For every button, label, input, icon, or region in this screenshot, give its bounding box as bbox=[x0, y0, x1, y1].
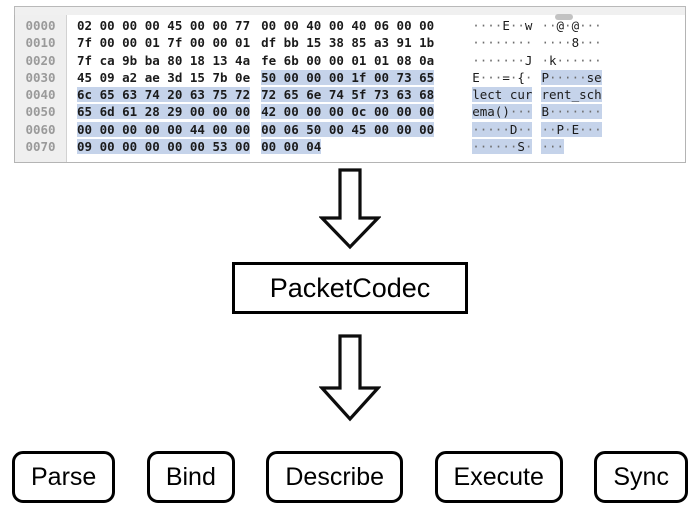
hex-offset-label: 0010 bbox=[25, 35, 56, 51]
packet-codec-label: PacketCodec bbox=[269, 272, 431, 303]
ascii-group[interactable]: ····8··· bbox=[541, 35, 602, 51]
hex-byte-group[interactable]: fe 6b 00 00 01 01 08 0a bbox=[261, 52, 435, 68]
stage-label: Execute bbox=[453, 462, 544, 491]
hex-row[interactable]: 7f 00 00 01 7f 00 00 01 df bb 15 38 85 a3… bbox=[77, 34, 434, 51]
hex-ascii-column[interactable]: ····E··w··@·@···············8··········J… bbox=[472, 15, 602, 155]
stage-label: Sync bbox=[613, 462, 669, 491]
hex-offset-label: 0040 bbox=[25, 87, 56, 103]
stage-box-execute[interactable]: Execute bbox=[434, 451, 563, 503]
hex-byte-group[interactable]: 6c 65 63 74 20 63 75 72 bbox=[77, 87, 251, 103]
hex-byte-group[interactable]: 00 00 40 00 40 06 00 00 bbox=[261, 18, 435, 33]
ascii-group[interactable]: ··P·E··· bbox=[541, 121, 602, 137]
hex-row[interactable]: 7f ca 9b ba 80 18 13 4a fe 6b 00 00 01 01… bbox=[77, 52, 434, 69]
ascii-row[interactable]: ·····D·· ··P·E··· bbox=[472, 121, 602, 138]
hex-byte-group[interactable]: 65 6d 61 28 29 00 00 00 bbox=[77, 104, 251, 120]
hex-row[interactable]: 65 6d 61 28 29 00 00 00 42 00 00 00 0c 00… bbox=[77, 103, 435, 120]
hex-row[interactable]: 09 00 00 00 00 00 53 00 00 00 04 bbox=[77, 138, 434, 155]
hex-offset-label: 0070 bbox=[25, 139, 56, 155]
hex-offset-label: 0020 bbox=[25, 52, 56, 68]
ascii-group[interactable]: ··· bbox=[541, 139, 565, 155]
hex-byte-group[interactable]: df bb 15 38 85 a3 91 1b bbox=[261, 35, 435, 51]
hex-row[interactable]: 02 00 00 00 45 00 00 77 00 00 40 00 40 06… bbox=[77, 17, 434, 34]
stage-label: Parse bbox=[31, 462, 97, 491]
stage-label: Describe bbox=[285, 462, 385, 491]
ascii-group[interactable]: ····E··w bbox=[472, 18, 533, 33]
stage-box-bind[interactable]: Bind bbox=[146, 451, 235, 503]
down-arrow-icon bbox=[318, 334, 382, 422]
horizontal-scrollbar[interactable] bbox=[14, 6, 686, 20]
hex-byte-group[interactable]: 00 00 00 00 00 44 00 00 bbox=[77, 121, 251, 137]
down-arrow-icon bbox=[318, 168, 382, 250]
ascii-row[interactable]: ········ ····8··· bbox=[472, 34, 602, 51]
scrollbar-thumb[interactable] bbox=[555, 14, 573, 20]
ascii-row[interactable]: ······S· ··· bbox=[472, 138, 602, 155]
ascii-row[interactable]: lect cur rent_sch bbox=[472, 86, 602, 103]
stage-box-sync[interactable]: Sync bbox=[594, 451, 688, 503]
packet-codec-box[interactable]: PacketCodec bbox=[232, 262, 468, 314]
hex-byte-group[interactable]: 72 65 6e 74 5f 73 63 68 bbox=[261, 87, 435, 103]
hex-byte-group[interactable]: 00 00 04 bbox=[261, 139, 322, 155]
ascii-group[interactable]: ·····D·· bbox=[472, 121, 533, 137]
stage-row: Parse Bind Describe Execute Sync bbox=[12, 448, 688, 506]
ascii-row[interactable]: E···=·{· P·····se bbox=[472, 69, 602, 86]
hex-offset-label: 0050 bbox=[25, 104, 56, 120]
stage-box-describe[interactable]: Describe bbox=[266, 451, 404, 503]
ascii-group[interactable]: lect cur bbox=[472, 87, 533, 103]
ascii-group[interactable]: P·····se bbox=[541, 69, 602, 85]
ascii-group[interactable]: ········ bbox=[472, 35, 533, 51]
ascii-group[interactable]: ··@·@··· bbox=[541, 18, 602, 33]
hex-byte-group[interactable]: 50 00 00 00 1f 00 73 65 bbox=[261, 69, 435, 85]
hex-byte-group[interactable]: 7f 00 00 01 7f 00 00 01 bbox=[77, 35, 251, 51]
stage-box-parse[interactable]: Parse bbox=[12, 451, 116, 503]
hex-byte-group[interactable]: 45 09 a2 ae 3d 15 7b 0e bbox=[77, 69, 251, 85]
hex-byte-group[interactable]: 02 00 00 00 45 00 00 77 bbox=[77, 18, 251, 33]
hex-offset-label: 0060 bbox=[25, 121, 56, 137]
stage-label: Bind bbox=[165, 462, 216, 491]
ascii-group[interactable]: ·······J bbox=[472, 52, 533, 68]
hex-offset-label: 0000 bbox=[25, 18, 56, 33]
ascii-group[interactable]: B······· bbox=[541, 104, 602, 120]
hex-offset-label: 0030 bbox=[25, 69, 56, 85]
ascii-row[interactable]: ·······J ·k······ bbox=[472, 52, 602, 69]
hex-row[interactable]: 6c 65 63 74 20 63 75 72 72 65 6e 74 5f 73… bbox=[77, 86, 435, 103]
ascii-group[interactable]: ······S· bbox=[472, 139, 533, 155]
hex-byte-group[interactable]: 42 00 00 00 0c 00 00 00 bbox=[261, 104, 435, 120]
hex-byte-group[interactable]: 00 06 50 00 45 00 00 00 bbox=[261, 121, 435, 137]
hex-bytes-column[interactable]: 02 00 00 00 45 00 00 77 00 00 40 00 40 06… bbox=[67, 15, 435, 155]
ascii-row[interactable]: ····E··w ··@·@··· bbox=[472, 17, 602, 34]
ascii-group[interactable]: ·k······ bbox=[541, 52, 602, 68]
hex-row[interactable]: 00 00 00 00 00 44 00 00 00 06 50 00 45 00… bbox=[77, 121, 435, 138]
ascii-group[interactable]: ema()··· bbox=[472, 104, 533, 120]
ascii-row[interactable]: ema()··· B······· bbox=[472, 103, 602, 120]
hex-byte-group[interactable]: 7f ca 9b ba 80 18 13 4a bbox=[77, 52, 251, 68]
hex-byte-group[interactable]: 09 00 00 00 00 00 53 00 bbox=[77, 139, 251, 155]
ascii-group[interactable]: rent_sch bbox=[541, 87, 602, 103]
ascii-group[interactable]: E···=·{· bbox=[472, 69, 533, 85]
hex-row[interactable]: 45 09 a2 ae 3d 15 7b 0e 50 00 00 00 1f 00… bbox=[77, 69, 435, 86]
